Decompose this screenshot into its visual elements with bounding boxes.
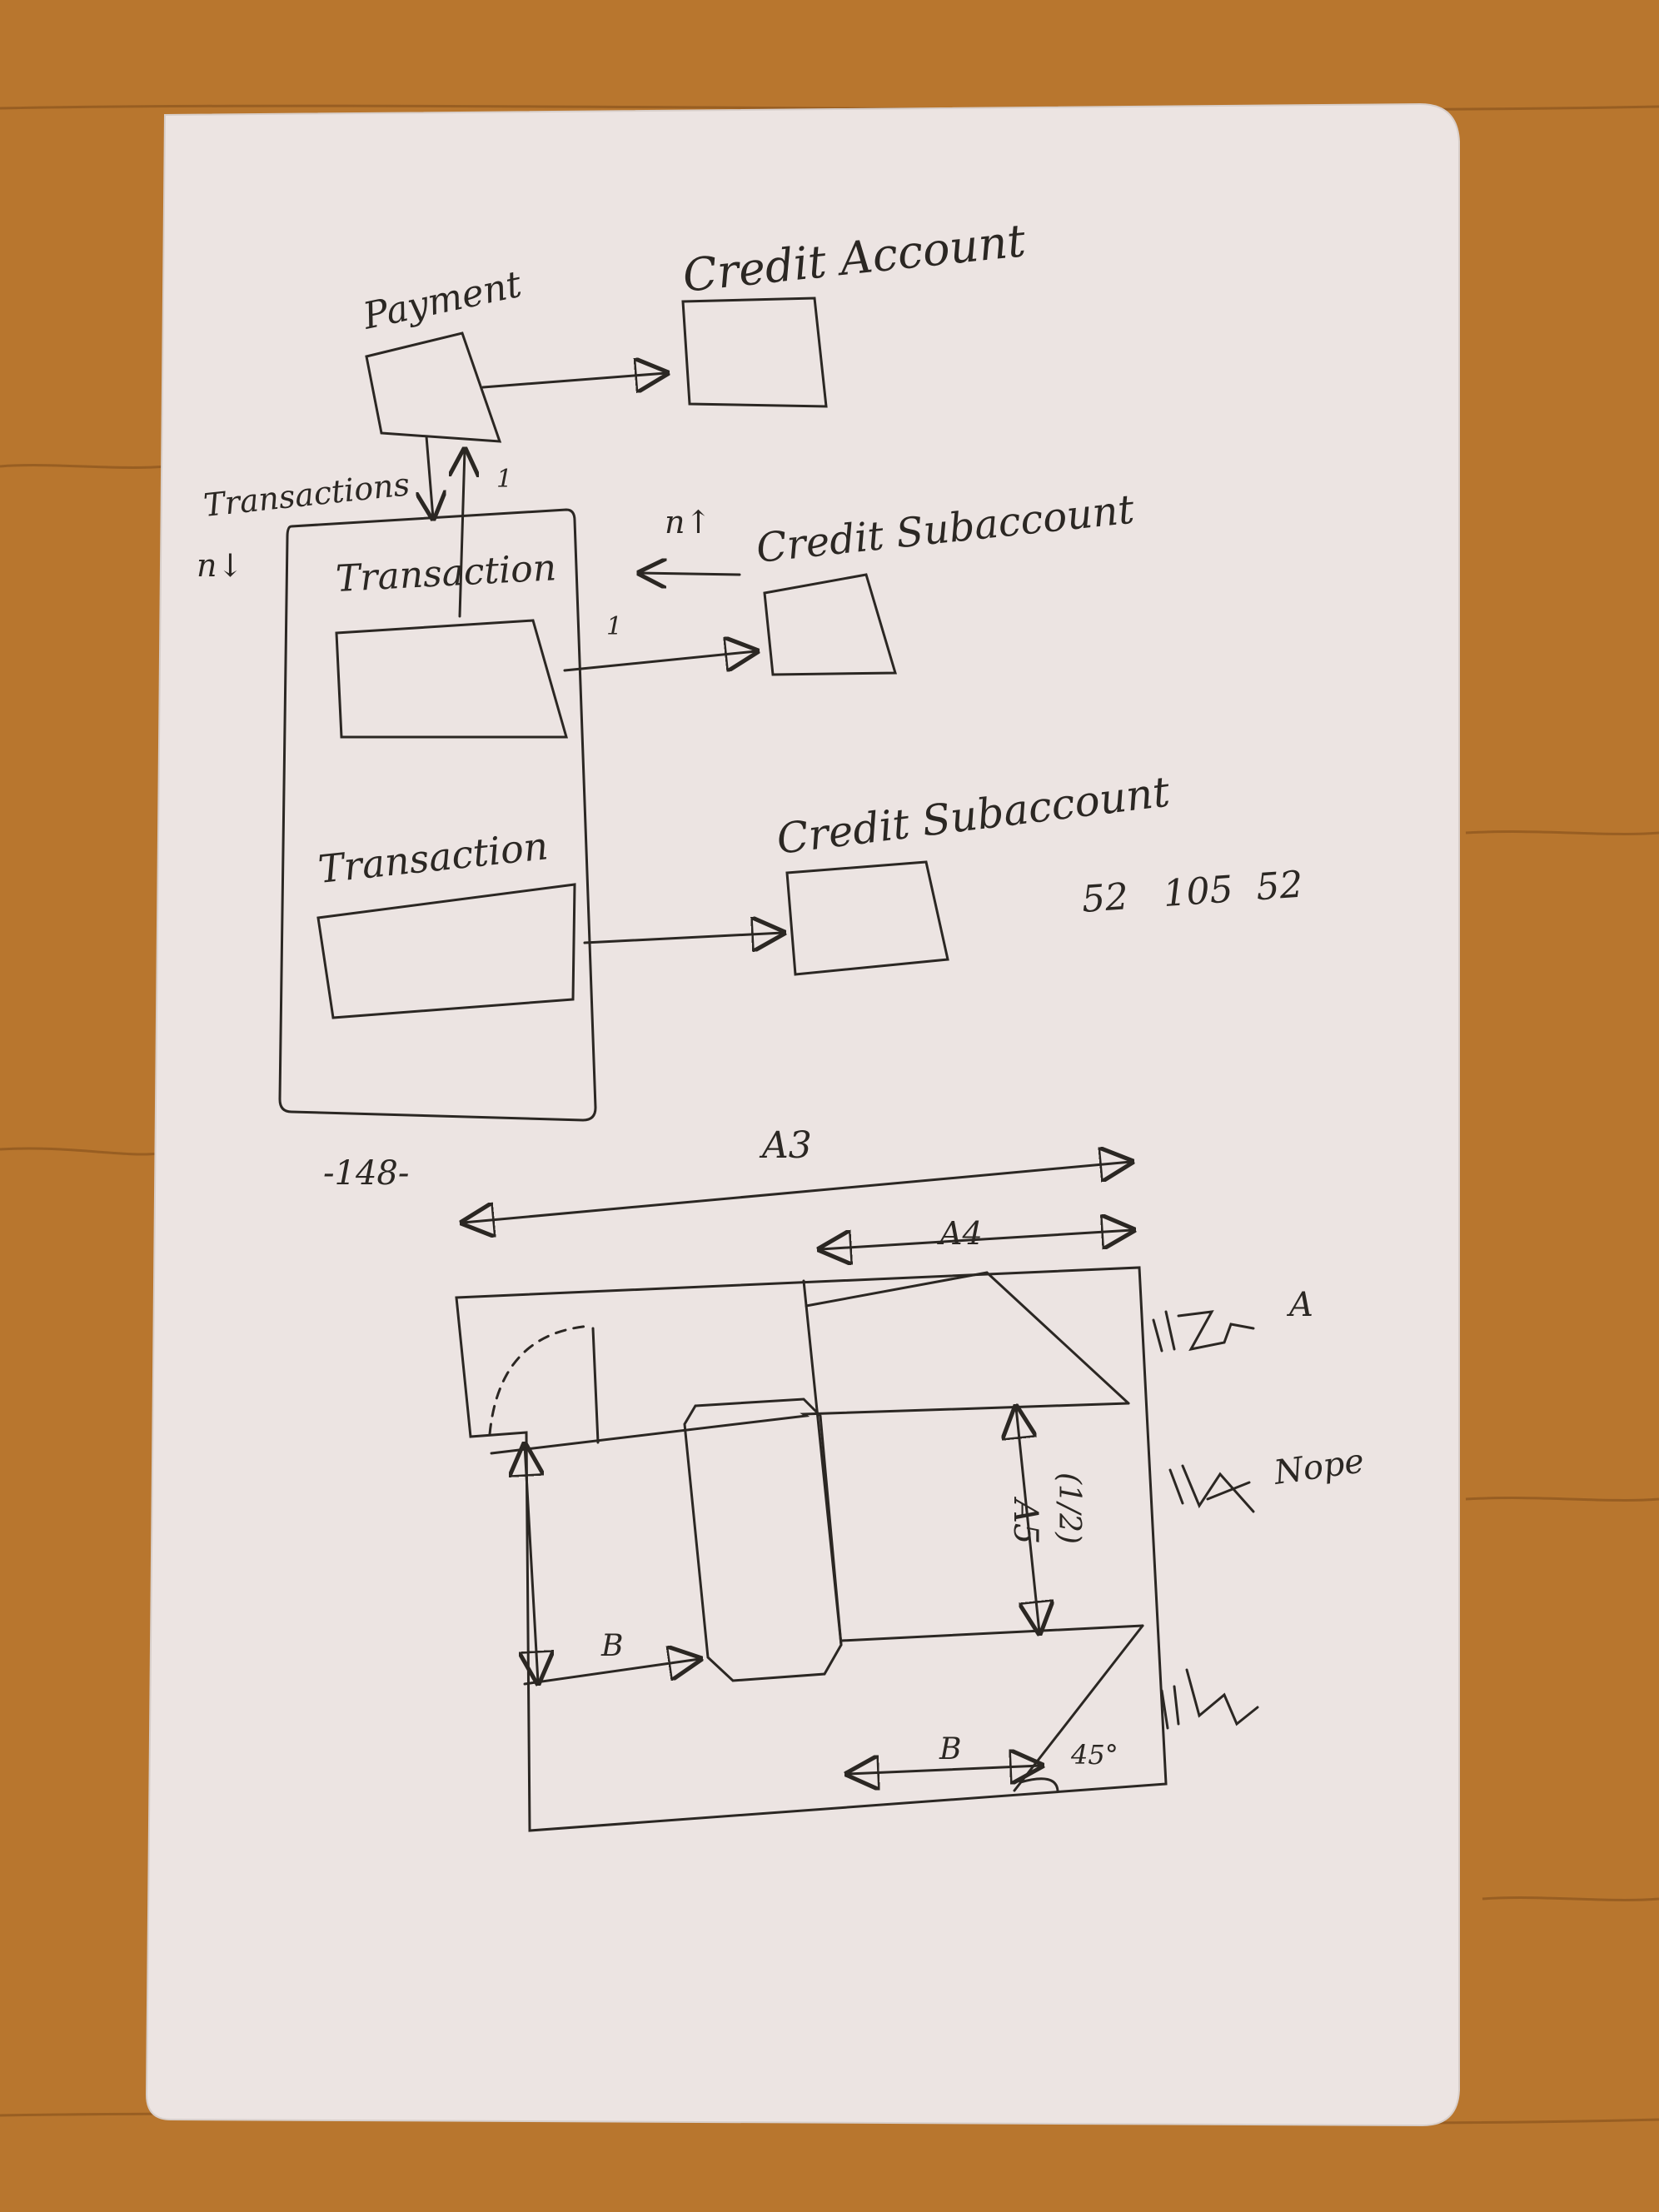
label-148: -148- xyxy=(323,1154,409,1193)
dashed-arc xyxy=(488,1324,593,1436)
label-angle: 45° xyxy=(1070,1739,1118,1771)
credit-subaccount-box-1 xyxy=(763,573,898,676)
top-right-trapezoid xyxy=(805,1271,1130,1405)
label-b-2: B xyxy=(939,1732,961,1766)
label-a3: A3 xyxy=(759,1124,812,1167)
angle-arc xyxy=(1019,1777,1059,1792)
lower-band-line xyxy=(839,1624,1144,1642)
credit-account-box xyxy=(681,296,828,408)
a3-dimension-line xyxy=(463,1162,1131,1223)
payment-down-arrow xyxy=(426,435,433,518)
layout-sketch xyxy=(455,1162,1259,1832)
multiplicity-right: 1 xyxy=(606,612,622,641)
b-dimension-1 xyxy=(523,1659,700,1686)
entity-diagram xyxy=(278,296,949,1122)
subaccount-arrow-1 xyxy=(563,651,756,670)
label-a5: A5 xyxy=(1006,1496,1044,1544)
left-vertical-dimension xyxy=(525,1445,538,1682)
transaction-box-2 xyxy=(316,883,576,1019)
a5-dimension xyxy=(1016,1407,1039,1632)
middle-tab xyxy=(683,1397,843,1682)
credit-subaccount-box-2 xyxy=(785,860,949,976)
multiplicity-up: 1 xyxy=(496,465,512,494)
payment-up-arrow xyxy=(460,450,465,618)
label-half: (1/2) xyxy=(1052,1472,1086,1544)
label-b-1: B xyxy=(600,1629,623,1663)
scribble-3 xyxy=(1160,1668,1259,1730)
subaccount-arrow-2 xyxy=(583,933,783,943)
scribble-1 xyxy=(1152,1310,1255,1353)
transactions-multiplicity: n↓ xyxy=(197,547,243,584)
sketch-outer-frame xyxy=(455,1266,1168,1832)
a4-dimension-line xyxy=(820,1230,1133,1249)
transaction-box-1 xyxy=(335,619,568,739)
note-a: A xyxy=(1286,1286,1313,1324)
label-a4: A4 xyxy=(937,1215,983,1252)
paper-sheet xyxy=(145,102,1460,2127)
b-dimension-2 xyxy=(848,1766,1041,1774)
payment-box xyxy=(365,331,502,443)
multiplicity-n: n↑ xyxy=(665,504,711,541)
subaccount-back-arrow xyxy=(640,573,741,575)
sketch-labels: -148- A3 A4 A5 (1/2) B B 45° A Nope xyxy=(323,1124,1367,1771)
top-divider xyxy=(591,1327,600,1444)
scribble-2 xyxy=(1168,1464,1255,1513)
top-band xyxy=(490,1402,1130,1455)
transactions-container xyxy=(278,508,597,1122)
payment-account-arrow xyxy=(481,373,666,387)
